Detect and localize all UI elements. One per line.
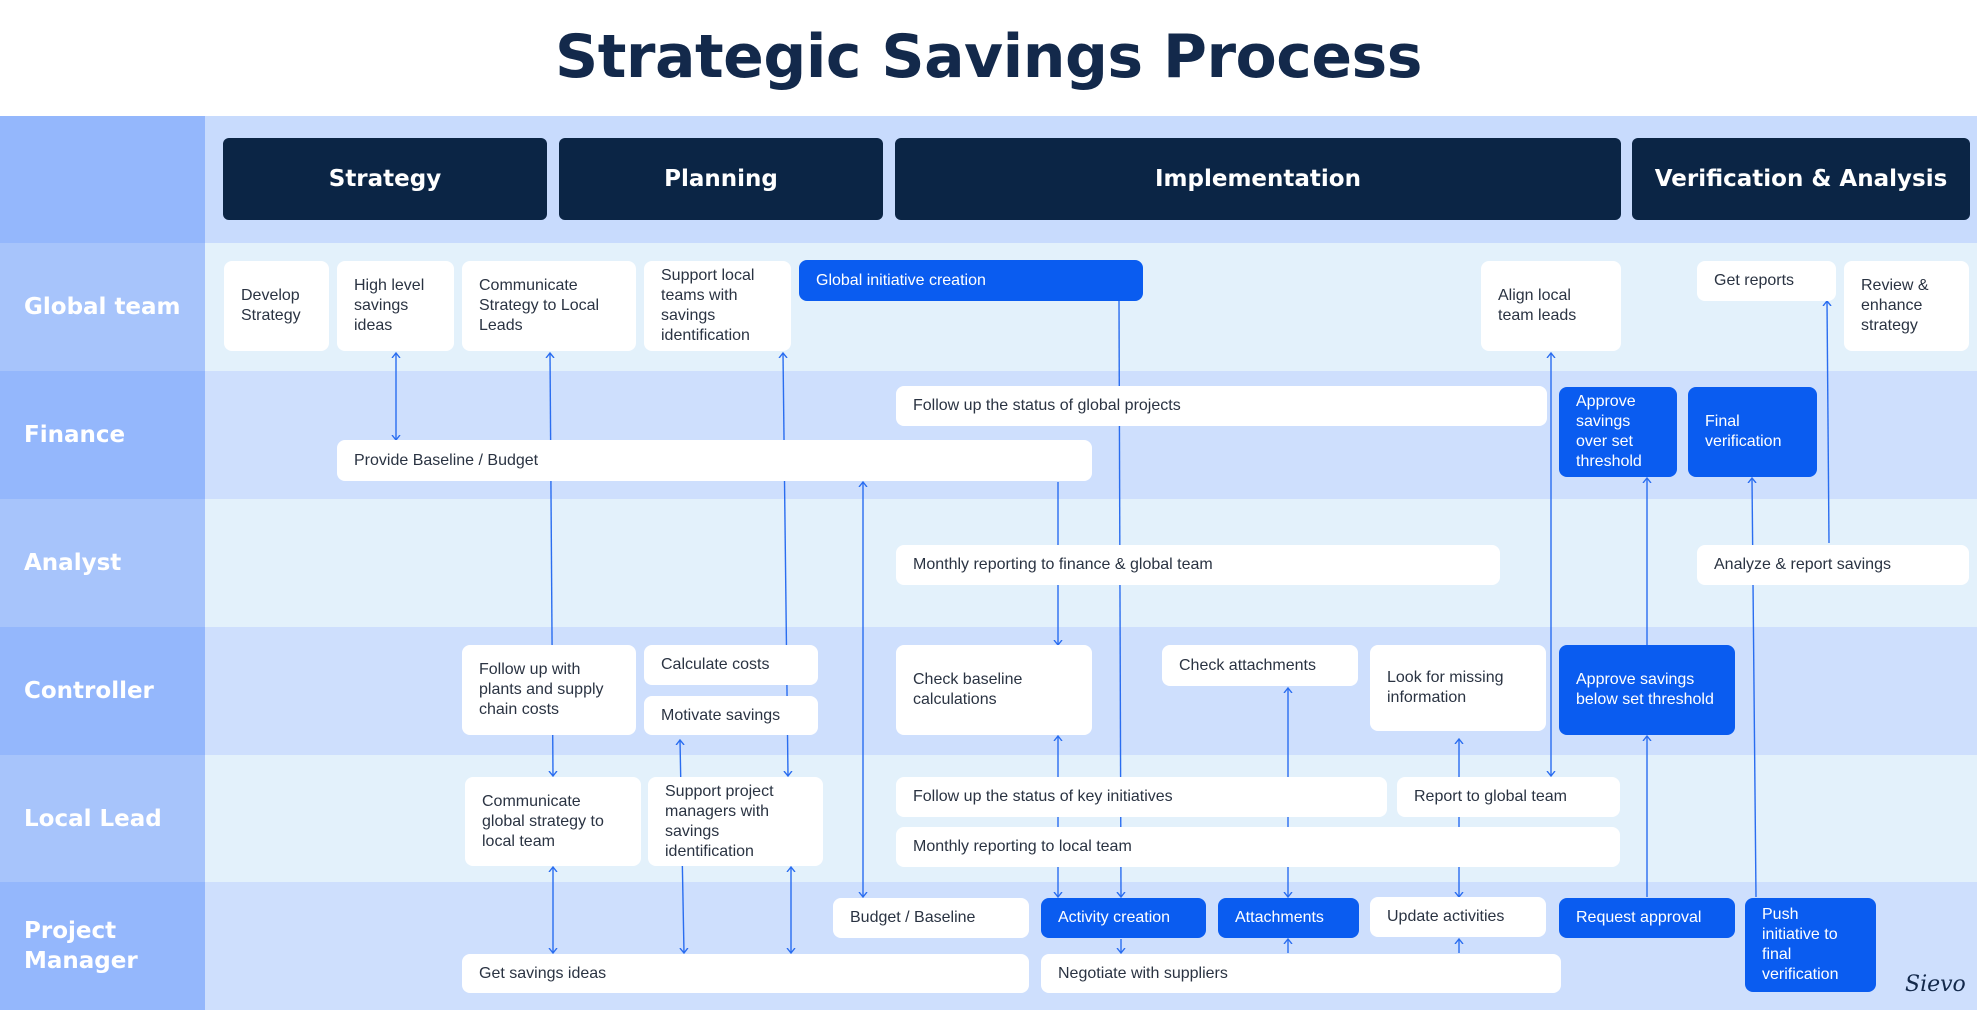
- lane-label-project-manager: Project Manager: [24, 918, 138, 974]
- sievo-logo: Sievo: [1905, 972, 1966, 997]
- box-look-missing-info: Look for missing information: [1370, 645, 1546, 731]
- page-title: Strategic Savings Process: [555, 22, 1422, 92]
- box-review-enhance: Review & enhance strategy: [1844, 261, 1969, 351]
- box-final-verification: Final verification: [1688, 387, 1817, 477]
- lane-label-global-team: Global team: [24, 294, 181, 320]
- box-check-attachments: Check attachments: [1162, 645, 1358, 686]
- box-approve-below-threshold: Approve savings below set threshold: [1559, 645, 1735, 735]
- box-follow-up-global: Follow up the status of global projects: [896, 386, 1547, 426]
- box-high-level-savings-ideas: High level savings ideas: [337, 261, 454, 351]
- box-develop-strategy: Develop Strategy: [224, 261, 329, 351]
- box-approve-over-threshold: Approve savings over set threshold: [1559, 387, 1677, 477]
- box-provide-baseline: Provide Baseline / Budget: [337, 440, 1092, 481]
- box-motivate-savings: Motivate savings: [644, 696, 818, 735]
- arrow-push-final: [1752, 478, 1757, 898]
- phase-planning: Planning: [559, 138, 883, 220]
- phase-implementation: Implementation: [895, 138, 1621, 220]
- phase-strategy: Strategy: [223, 138, 547, 220]
- box-analyze-report: Analyze & report savings: [1697, 545, 1969, 585]
- box-request-approval: Request approval: [1559, 898, 1735, 938]
- box-align-local-leads: Align local team leads: [1481, 261, 1621, 351]
- box-attachments: Attachments: [1218, 898, 1359, 938]
- box-support-local-teams: Support local teams with savings identif…: [644, 261, 791, 351]
- phase-verification-analysis: Verification & Analysis: [1632, 138, 1970, 220]
- box-global-initiative-creation: Global initiative creation: [799, 260, 1143, 301]
- box-communicate-strategy: Communicate Strategy to Local Leads: [462, 261, 636, 351]
- box-support-project-managers: Support project managers with savings id…: [648, 777, 823, 866]
- box-check-baseline: Check baseline calculations: [896, 645, 1092, 735]
- box-get-reports: Get reports: [1697, 261, 1836, 301]
- box-get-savings-ideas: Get savings ideas: [462, 954, 1029, 993]
- box-follow-up-key-initiatives: Follow up the status of key initiatives: [896, 777, 1387, 817]
- lane-label-analyst: Analyst: [24, 550, 122, 576]
- lane-label-finance: Finance: [24, 422, 126, 448]
- box-activity-creation: Activity creation: [1041, 898, 1206, 938]
- box-monthly-reporting-local: Monthly reporting to local team: [896, 827, 1620, 867]
- box-communicate-global-strategy: Communicate global strategy to local tea…: [465, 777, 641, 866]
- box-monthly-reporting-finance: Monthly reporting to finance & global te…: [896, 545, 1500, 585]
- lane-label-local-lead: Local Lead: [24, 805, 162, 832]
- box-budget-baseline: Budget / Baseline: [833, 898, 1029, 938]
- lane-label-controller: Controller: [24, 678, 154, 704]
- box-follow-up-plants: Follow up with plants and supply chain c…: [462, 645, 636, 735]
- arrow-analyze-reports: [1827, 301, 1829, 544]
- box-calculate-costs: Calculate costs: [644, 645, 818, 685]
- box-push-initiative: Push initiative to final verification: [1745, 898, 1876, 992]
- box-negotiate-suppliers: Negotiate with suppliers: [1041, 954, 1561, 993]
- box-report-global-team: Report to global team: [1397, 777, 1620, 817]
- box-update-activities: Update activities: [1370, 897, 1546, 937]
